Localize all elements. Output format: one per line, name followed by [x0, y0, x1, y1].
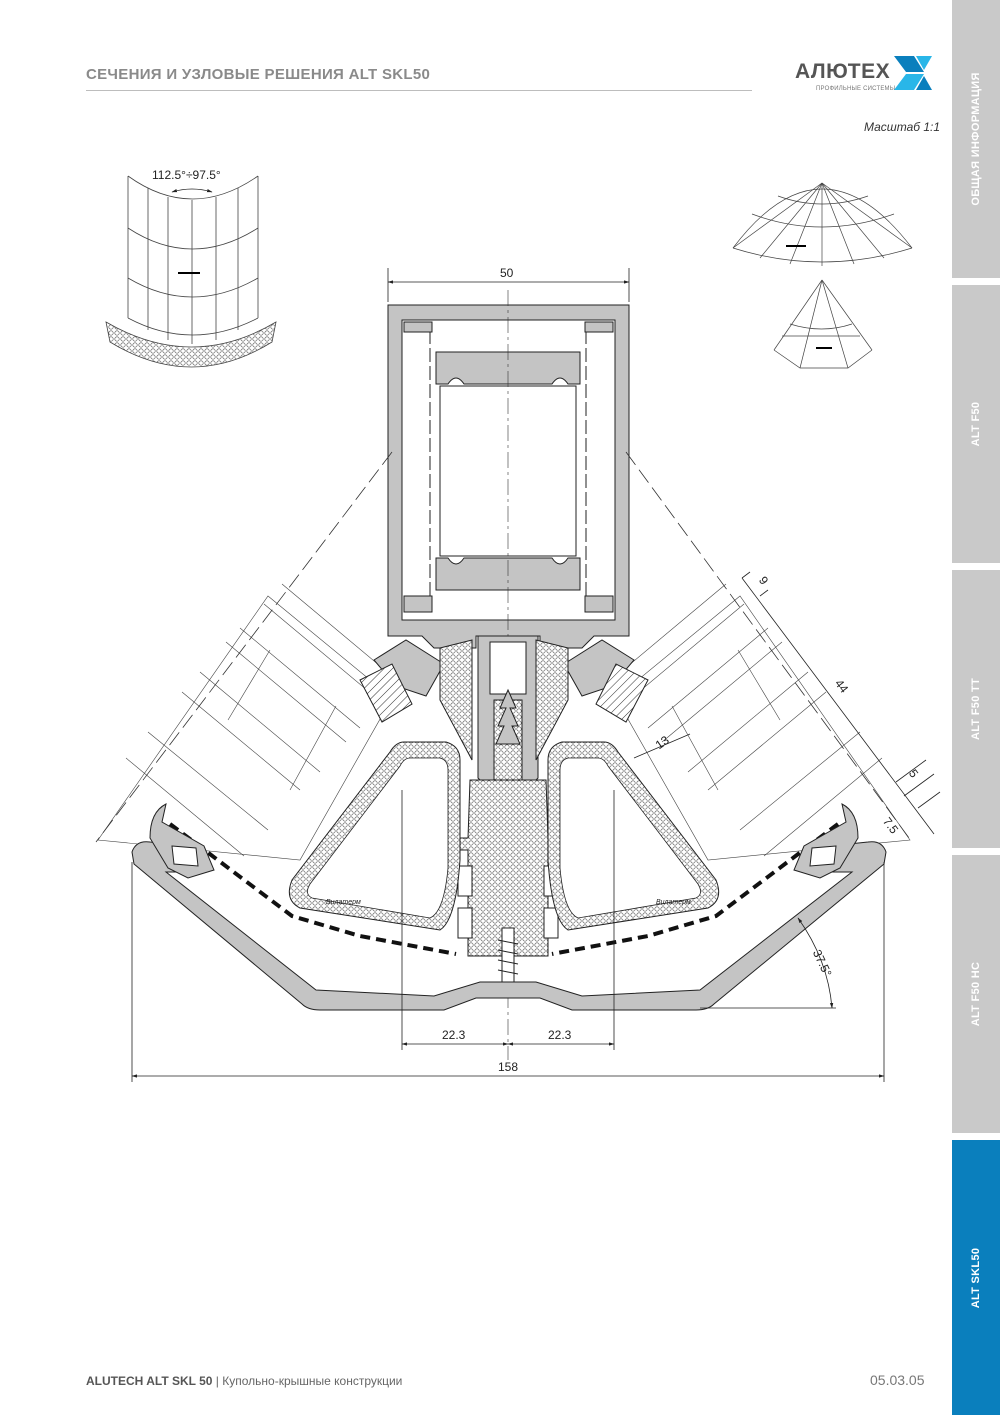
clamp-right: [535, 639, 649, 761]
gasket-strip-left: [168, 822, 457, 956]
dim-overall-label: 158: [498, 1060, 518, 1074]
dash-line-right: [625, 451, 913, 843]
footer-separator: |: [212, 1374, 223, 1388]
dim-top-width: [387, 268, 630, 302]
dim-bottom: [131, 790, 885, 1082]
dome-sketch: [732, 182, 913, 266]
footer-brand: ALUTECH ALT SKL 50: [86, 1374, 213, 1388]
tab-label: ALT F50 HC: [970, 961, 982, 1027]
glass-unit-left: [97, 583, 405, 861]
insulator-right-label: Вилатерм: [656, 899, 691, 906]
scale-label: Масштаб 1:1: [864, 120, 941, 134]
facade-sketch: [105, 175, 277, 368]
page-code: 05.03.05: [870, 1372, 925, 1388]
tab-label: ALT F50 TT: [970, 677, 982, 741]
dim-angle: [700, 917, 836, 1009]
dim-angle-label: 37.5°: [810, 947, 835, 979]
dash-line-left: [95, 451, 393, 843]
side-tab-bar: ОБЩАЯ ИНФОРМАЦИЯ ALT F50 ALT F50 TT ALT …: [952, 0, 1000, 1415]
tab-label: ALT F50: [970, 401, 982, 447]
tab-alt-f50-tt[interactable]: ALT F50 TT: [952, 570, 1000, 848]
dim-9-label: 9: [756, 574, 771, 588]
tab-label: ОБЩАЯ ИНФОРМАЦИЯ: [970, 72, 982, 206]
dim-44-label: 44: [832, 677, 851, 696]
tab-label: ALT SKL50: [970, 1247, 982, 1308]
section-drawing: 112.5°÷97.5° 50: [95, 168, 941, 1082]
cap-edge-clip-left: [149, 803, 215, 879]
mullion-profile: [387, 304, 630, 649]
insulator-right-cavity: [559, 757, 701, 919]
logo-wordmark: АЛЮТЕХ: [795, 60, 891, 83]
footer-caption: ALUTECH ALT SKL 50 | Купольно-крышные ко…: [86, 1374, 402, 1388]
company-logo: АЛЮТЕХ ПРОФИЛЬНЫЕ СИСТЕМЫ: [792, 52, 942, 102]
angle-range-label: 112.5°÷97.5°: [152, 168, 221, 182]
tab-general-info[interactable]: ОБЩАЯ ИНФОРМАЦИЯ: [952, 0, 1000, 278]
dim-right-offset-label: 22.3: [548, 1028, 572, 1042]
logo-mark-icon: [894, 56, 932, 90]
insulator-left-cavity: [307, 757, 449, 919]
dim-left-offset-label: 22.3: [442, 1028, 466, 1042]
dim-top-width-label: 50: [500, 266, 514, 280]
insulator-left-label: Вилатерм: [326, 899, 361, 906]
pyramid-sketch: [773, 279, 873, 369]
tab-alt-f50[interactable]: ALT F50: [952, 285, 1000, 563]
page-title: СЕЧЕНИЯ И УЗЛОВЫЕ РЕШЕНИЯ ALT SKL50: [86, 66, 431, 83]
angle-range-arc: [171, 188, 213, 193]
header-divider: [86, 90, 752, 91]
central-stem: [453, 635, 563, 957]
tab-alt-skl50[interactable]: ALT SKL50: [952, 1140, 1000, 1415]
gasket-strip-right: [551, 822, 840, 956]
logo-tagline: ПРОФИЛЬНЫЕ СИСТЕМЫ: [816, 86, 896, 92]
dim-right-chain: [633, 571, 941, 835]
cap-edge-clip-right: [793, 803, 859, 879]
footer-subtitle: Купольно-крышные конструкции: [222, 1374, 403, 1388]
tab-alt-f50-hc[interactable]: ALT F50 HC: [952, 855, 1000, 1133]
dim-5-label: 5: [906, 767, 921, 781]
clamp-left: [359, 639, 473, 761]
